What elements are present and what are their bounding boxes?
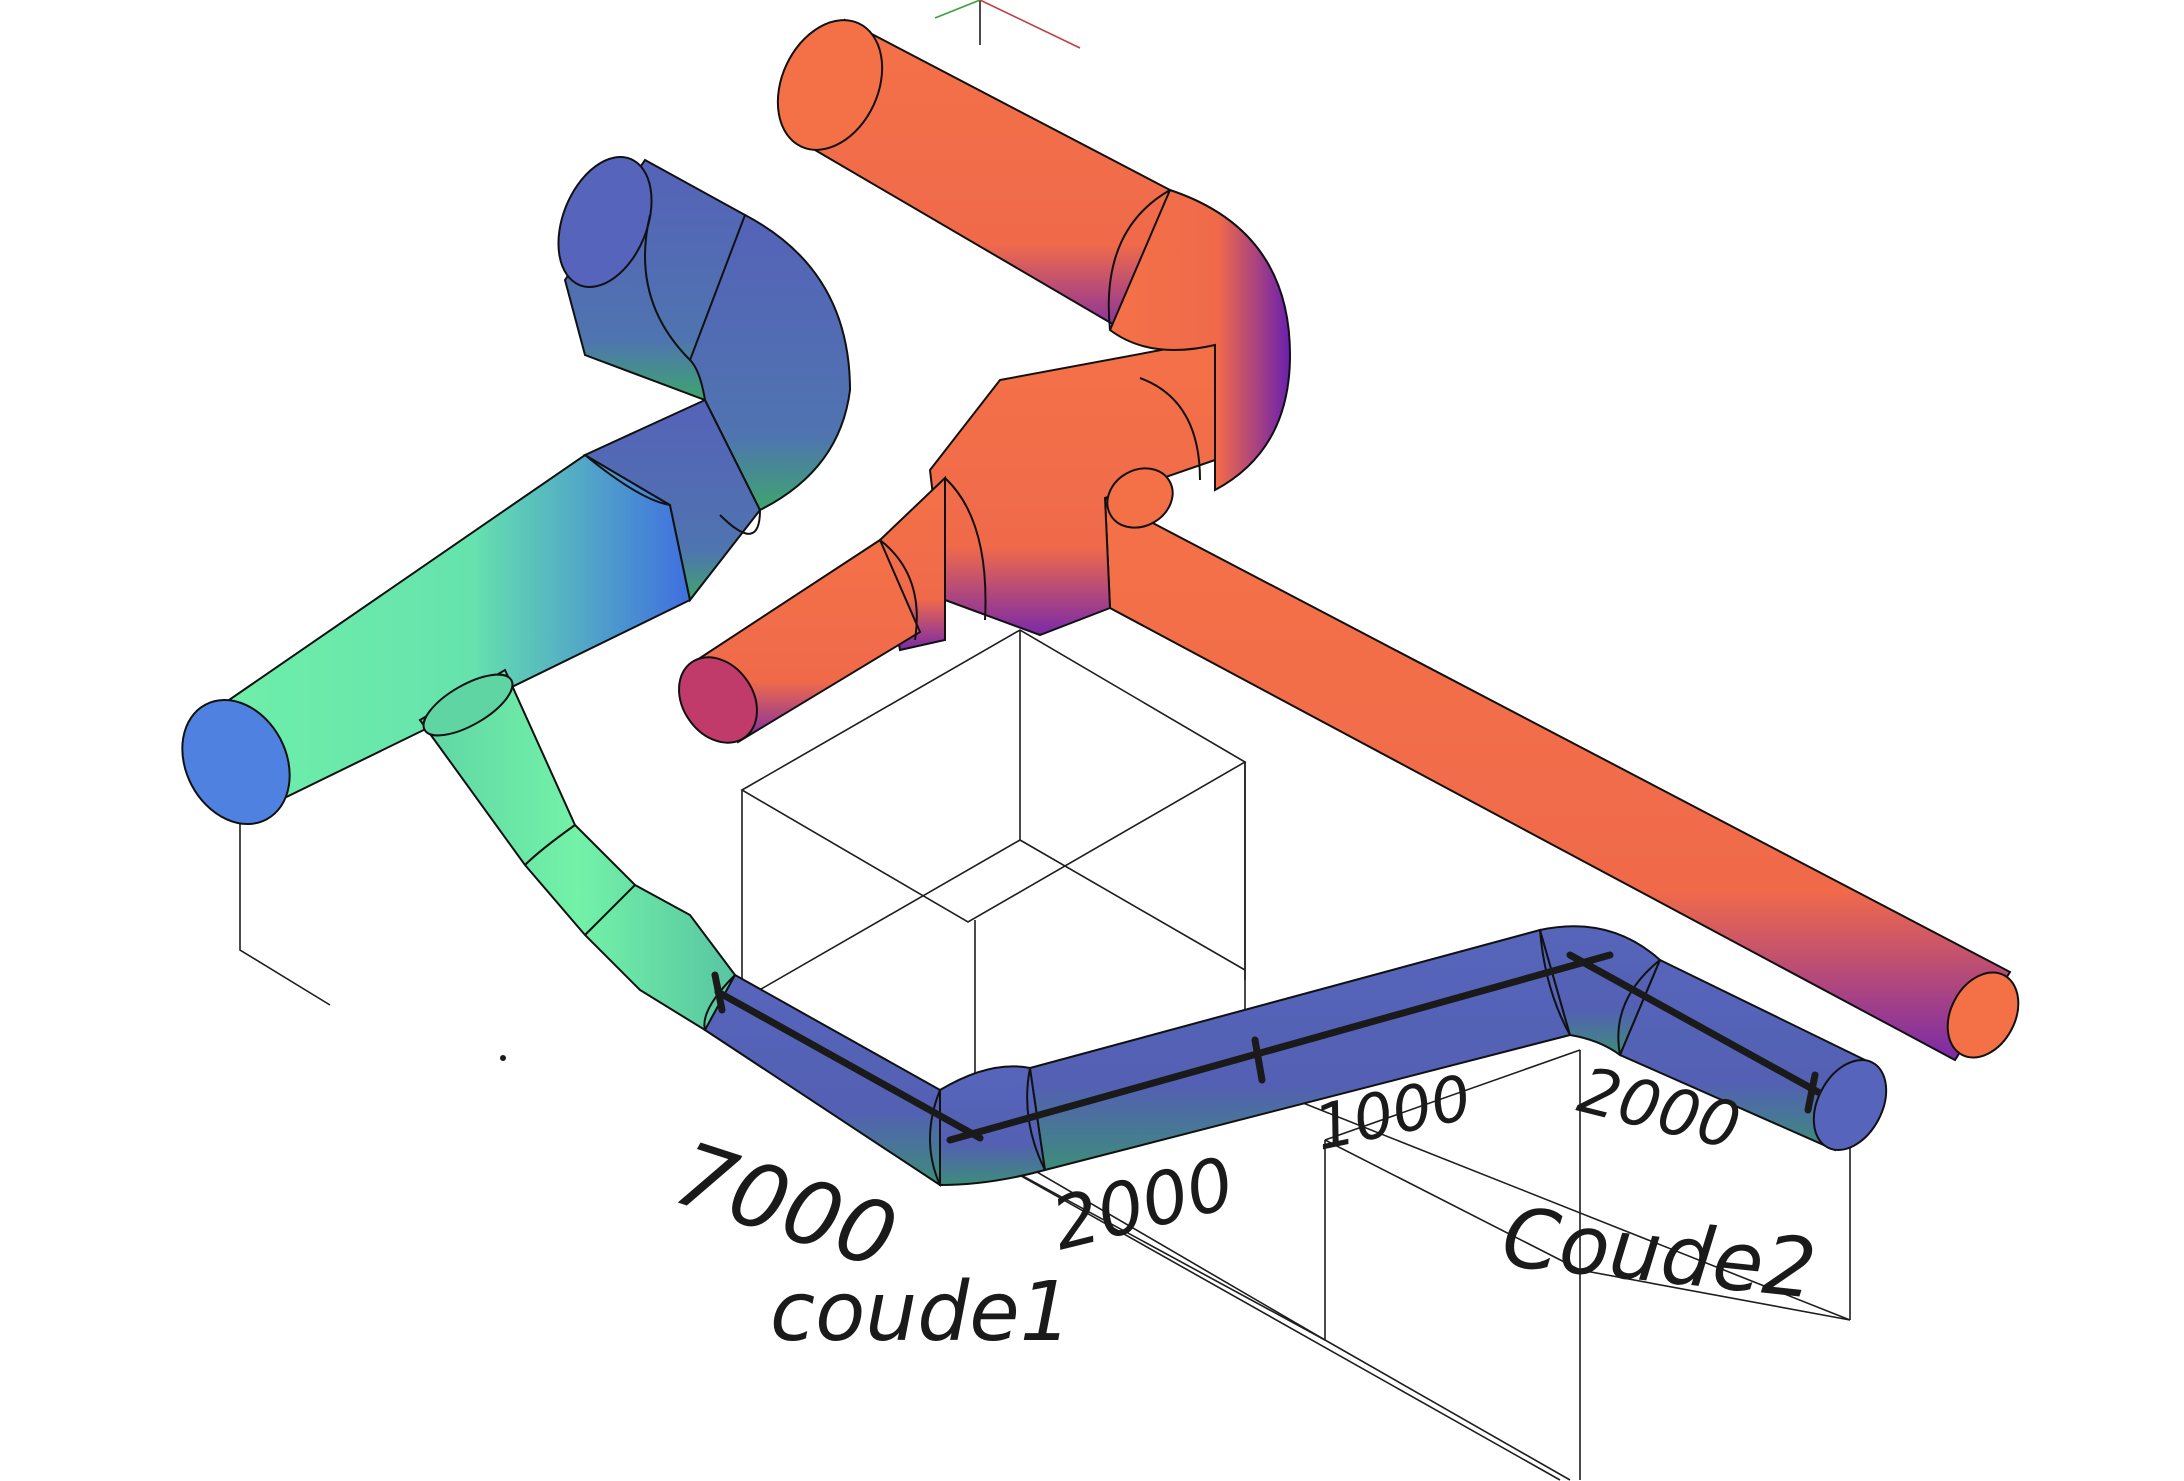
green-main-cap xyxy=(181,698,291,826)
blue-green-pipe-system xyxy=(181,156,1888,1187)
dimension-annotations xyxy=(500,951,1822,1144)
blue-run-end-cap xyxy=(1812,1059,1888,1151)
blue-run-segment-2 xyxy=(1028,928,1572,1172)
blue-main-section xyxy=(582,398,762,603)
orange-stub-cap xyxy=(678,656,758,744)
orange-pipe-system xyxy=(678,18,2020,1062)
blue-upper-cap xyxy=(557,156,653,288)
elbow-label-coude1: coude1 xyxy=(770,1265,1072,1360)
blue-elbow xyxy=(688,213,852,512)
orange-long-branch-cap xyxy=(1946,971,2020,1059)
elbow-label-coude2: Coude2 xyxy=(1498,1190,1820,1317)
orange-upper-cap xyxy=(776,19,884,151)
wireframe-boxes xyxy=(239,0,1851,1481)
orange-elbow xyxy=(1108,188,1292,492)
